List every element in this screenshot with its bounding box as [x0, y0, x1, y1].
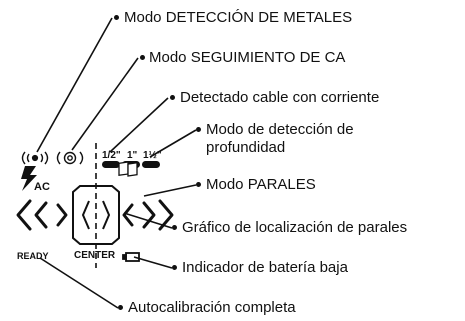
bullet-live-wire — [170, 95, 175, 100]
callout-low-battery: Indicador de batería baja — [182, 259, 348, 276]
stud-graph-icon — [72, 185, 120, 245]
depth-label-one-half: 1½" — [143, 150, 162, 161]
metal-mode-icon — [21, 151, 49, 165]
left-arrows-icon — [16, 199, 48, 231]
callout-metal-mode: Modo DETECCIÓN DE METALES — [124, 9, 353, 26]
right-arrows-icon — [122, 199, 174, 231]
ac-mode-icon — [56, 151, 84, 165]
callout-autocalibration: Autocalibración completa — [128, 299, 296, 316]
ac-label: AC — [34, 181, 50, 193]
stud-mode-icon — [118, 161, 138, 177]
leader-live-wire — [109, 97, 169, 153]
callout-stud-graph: Gráfico de localización de parales — [182, 219, 408, 236]
bullet-stud-graph — [172, 225, 177, 230]
depth-label-one: 1" — [127, 150, 138, 161]
center-label: CENTER — [74, 250, 116, 261]
depth-pill-half — [102, 161, 120, 168]
bullet-autocal — [118, 305, 123, 310]
callout-depth-mode: Modo de detección de profundidad — [206, 121, 354, 156]
lightning-bolt-icon — [21, 166, 37, 191]
leader-stud — [143, 184, 197, 197]
bullet-ac — [140, 55, 145, 60]
bullet-metal — [114, 15, 119, 20]
bullet-depth — [196, 127, 201, 132]
callout-live-wire: Detectado cable con corriente — [180, 89, 380, 106]
ready-label: READY — [17, 251, 49, 261]
depth-label-half: 1/2" — [102, 150, 121, 161]
leader-battery — [133, 256, 173, 269]
left-inner-arrow-icon — [56, 203, 68, 227]
battery-icon — [122, 252, 140, 262]
depth-pill-one-half — [142, 161, 160, 168]
bullet-battery — [172, 265, 177, 270]
bullet-stud — [196, 182, 201, 187]
leader-depth — [149, 129, 197, 158]
callout-stud-mode: Modo PARALES — [206, 176, 316, 193]
leader-metal — [36, 17, 113, 153]
leader-ac — [71, 57, 139, 151]
callout-ac-mode: Modo SEGUIMIENTO DE CA — [149, 49, 346, 66]
leader-autocal — [39, 257, 119, 309]
